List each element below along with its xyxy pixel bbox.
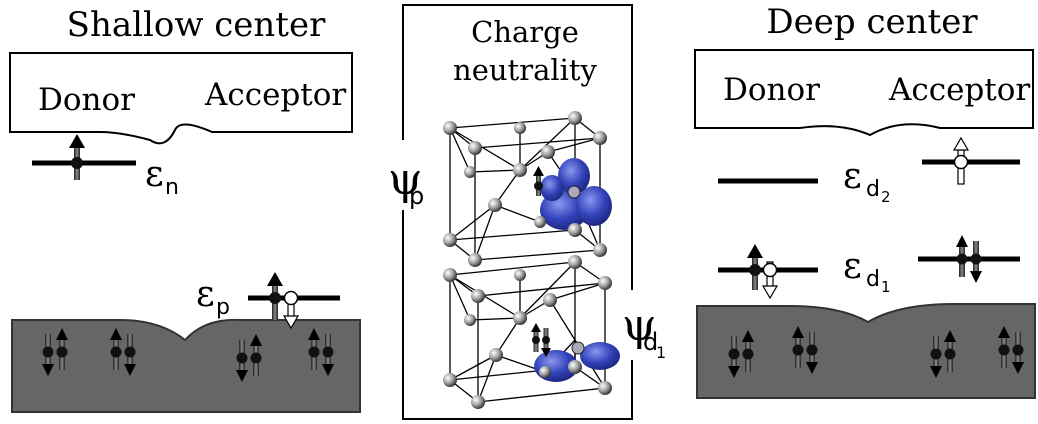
electron-pair [308, 328, 334, 376]
shallow-conduction-band [9, 52, 353, 145]
svg-text:n: n [165, 175, 179, 200]
atoms-lower [443, 255, 612, 409]
svg-text:d: d [866, 177, 880, 202]
spin-up-electron [267, 272, 283, 320]
eps-d2-label: ε d 2 [843, 156, 891, 206]
shallow-donor-label: Donor [38, 82, 135, 118]
electron-pair [998, 326, 1024, 374]
electron-pair [956, 235, 982, 283]
spin-up-electron [747, 244, 763, 290]
deep-valence-band [696, 302, 1036, 399]
electron-pair [42, 328, 68, 376]
shallow-center-panel: Shallow center Donor Acceptor ε n ε p [9, 5, 361, 413]
electron-pair [531, 323, 551, 357]
svg-text:p: p [216, 295, 230, 320]
shallow-acceptor-label: Acceptor [204, 77, 346, 113]
psi-p-label: ψ p [388, 154, 424, 210]
svg-text:ψ: ψ [388, 154, 423, 205]
deep-conduction-band [694, 49, 1034, 137]
orbital-lobes-upper [540, 158, 612, 230]
svg-text:d: d [643, 328, 658, 356]
electron-pair [792, 326, 818, 374]
spin-up-hole [952, 136, 970, 185]
deep-center-panel: Deep center Donor Acceptor ε d 2 ε d 1 [694, 2, 1036, 399]
charge-neutrality-panel: Charge neutrality ψ p ψ d 1 [388, 4, 666, 420]
svg-text:2: 2 [881, 188, 891, 206]
spin-up-electron [69, 134, 85, 180]
deep-donor-label: Donor [723, 72, 820, 108]
atoms-upper [443, 111, 607, 267]
middle-title-line2: neutrality [453, 53, 598, 87]
svg-text:ε: ε [196, 274, 215, 315]
svg-text:d: d [866, 267, 880, 292]
middle-title-line1: Charge [471, 15, 579, 49]
electron-pair [236, 334, 262, 382]
spin-down-hole [761, 261, 779, 300]
electron-pair [110, 328, 136, 376]
electron-pair [930, 330, 956, 378]
eps-d1-label: ε d 1 [843, 246, 891, 296]
deep-title: Deep center [766, 2, 978, 42]
svg-text:1: 1 [881, 278, 891, 296]
svg-text:ε: ε [843, 156, 862, 197]
svg-text:1: 1 [656, 343, 666, 362]
spin-up-electron [533, 166, 544, 196]
svg-text:p: p [409, 182, 424, 210]
svg-text:ε: ε [145, 154, 164, 195]
svg-text:ε: ε [843, 246, 862, 287]
eps-n-label: ε n [145, 154, 179, 200]
shallow-title: Shallow center [67, 5, 326, 45]
svg-text:ψ: ψ [622, 300, 657, 351]
electron-pair [728, 330, 754, 378]
psi-d1-label: ψ d 1 [622, 300, 666, 362]
shallow-valence-band [11, 318, 361, 413]
deep-acceptor-label: Acceptor [888, 72, 1030, 108]
eps-p-label: ε p [196, 274, 230, 320]
spin-down-hole [282, 290, 300, 330]
